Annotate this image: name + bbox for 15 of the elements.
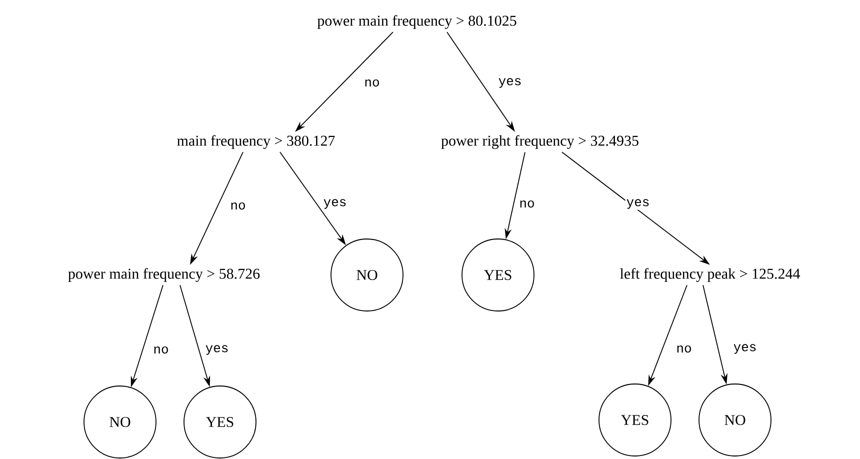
condition-text: left frequency peak > 125.244 bbox=[620, 268, 800, 282]
condition-text: power main frequency > 58.726 bbox=[68, 268, 260, 282]
edge-label: no bbox=[675, 344, 693, 354]
edge-label: yes bbox=[204, 344, 230, 356]
condition-text: main frequency > 380.127 bbox=[177, 135, 335, 149]
condition-text: power right frequency > 32.4935 bbox=[441, 135, 638, 149]
condition-text: power main frequency > 80.1025 bbox=[317, 15, 516, 29]
edge-label: no bbox=[518, 199, 536, 209]
edge-label: yes bbox=[732, 343, 758, 355]
edge-label: yes bbox=[497, 77, 523, 89]
edge-label: no bbox=[229, 201, 247, 211]
edge-label: yes bbox=[322, 198, 348, 210]
edge-label: yes bbox=[625, 198, 651, 210]
edge-label: no bbox=[363, 78, 381, 88]
edge-label: no bbox=[152, 345, 170, 355]
